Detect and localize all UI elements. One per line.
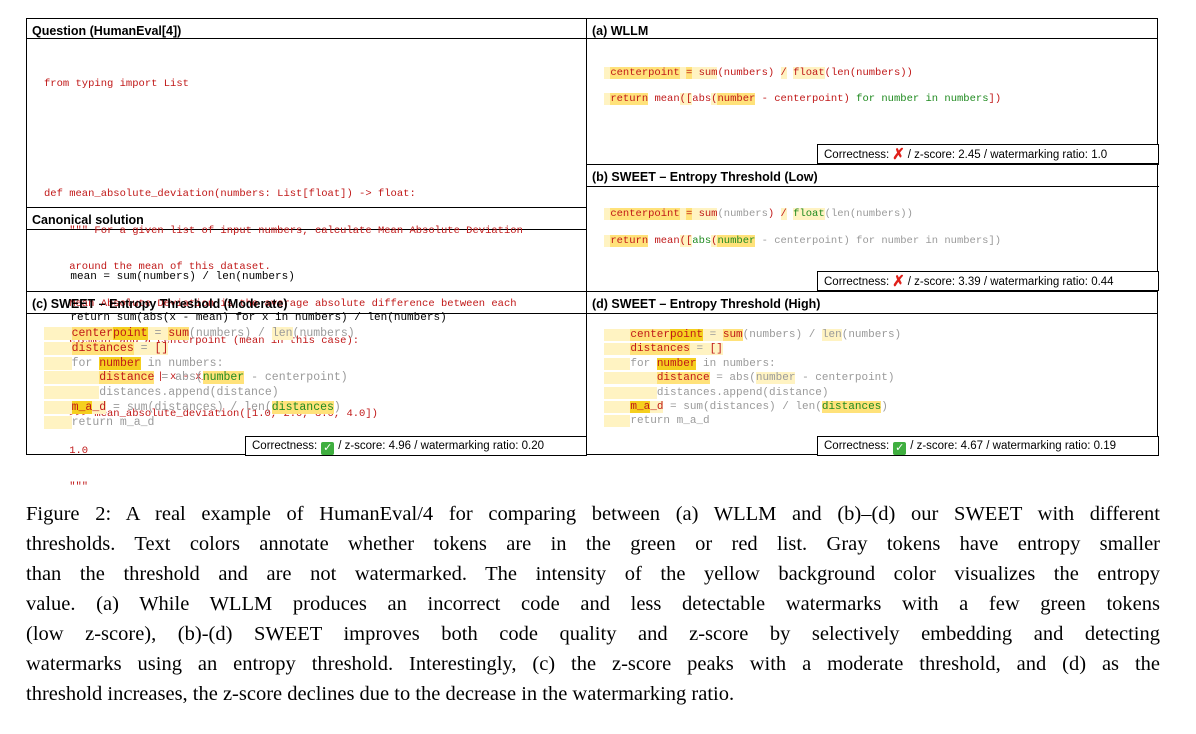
code-line: return m_a_d	[44, 415, 355, 431]
figure-caption: Figure 2: A real example of HumanEval/4 …	[26, 499, 1160, 709]
code-line: distance = abs(number - centerpoint)	[604, 371, 901, 385]
moderate-code: centerpoint = sum(numbers) / len(numbers…	[44, 327, 355, 431]
high-code: centerpoint = sum(numbers) / len(numbers…	[604, 328, 901, 429]
question-code: from typing import List def mean_absolut…	[44, 54, 523, 518]
code-line: distance = abs(number - centerpoint)	[44, 371, 355, 386]
code-line	[44, 152, 523, 164]
code-line: distances = []	[44, 341, 355, 357]
figure-panels: Question (HumanEval[4]) from typing impo…	[26, 18, 1159, 493]
code-line: centerpoint = sum(numbers) / float(len(n…	[604, 60, 1001, 86]
low-panel: (b) SWEET – Entropy Threshold (Low) cent…	[587, 165, 1159, 291]
code-line: return mean([abs(number - centerpoint) f…	[604, 228, 1001, 255]
code-line: """	[44, 481, 89, 494]
code-line: return sum(abs(x - mean) for x in number…	[44, 311, 447, 324]
high-title: (d) SWEET – Entropy Threshold (High)	[592, 297, 821, 311]
correctness-label: Correctness:	[252, 440, 318, 452]
code-line: return mean([abs(number - centerpoint) f…	[604, 86, 1001, 112]
caption-line: thresholds. Text colors annotate whether…	[26, 533, 1160, 555]
code-line: """ For a given list of input numbers, c…	[44, 224, 523, 237]
bottom-underline	[27, 313, 1157, 314]
canonical-panel: Canonical solution mean = sum(numbers) /…	[27, 208, 586, 324]
checkmark-icon: ✓	[321, 442, 335, 455]
code-line: return m_a_d	[604, 414, 901, 428]
code-line: def mean_absolute_deviation(numbers: Lis…	[44, 188, 416, 201]
question-panel: Question (HumanEval[4]) from typing impo…	[27, 19, 586, 493]
checkmark-icon: ✓	[893, 442, 907, 455]
caption-line: Figure 2: A real example of HumanEval/4 …	[26, 503, 1160, 525]
caption-line: (low z-score), (b)-(d) SWEET improves bo…	[26, 623, 1160, 645]
code-line: 1.0	[44, 444, 89, 457]
canonical-underline	[27, 229, 587, 230]
wllm-divider	[587, 164, 1159, 165]
caption-line: value. (a) While WLLM produces an incorr…	[26, 593, 1160, 615]
high-panel: (d) SWEET – Entropy Threshold (High) cen…	[587, 292, 1159, 456]
moderate-panel: (c) SWEET – Entropy Threshold (Moderate)…	[27, 292, 587, 456]
caption-line: threshold increases, the z-score decline…	[26, 683, 735, 705]
correctness-label: Correctness:	[824, 276, 890, 288]
code-line: distances.append(distance)	[44, 386, 355, 401]
code-line: centerpoint = sum(numbers) / float(len(n…	[604, 201, 1001, 228]
low-underline	[587, 186, 1159, 187]
canonical-code: mean = sum(numbers) / len(numbers) retur…	[44, 244, 447, 352]
wllm-status: Correctness:✗/ z-score: 2.45 / watermark…	[817, 144, 1159, 164]
code-line: from typing import List	[44, 78, 189, 91]
question-divider	[27, 207, 587, 208]
code-line	[44, 115, 523, 127]
metrics-text: / z-score: 4.67 / watermarking ratio: 0.…	[910, 440, 1116, 452]
cross-icon: ✗	[892, 146, 905, 163]
high-status: Correctness:✓/ z-score: 4.67 / watermark…	[817, 436, 1159, 456]
wllm-code: centerpoint = sum(numbers) / float(len(n…	[604, 60, 1001, 112]
caption-line: than the threshold and are not watermark…	[26, 563, 1160, 585]
metrics-text: / z-score: 4.96 / watermarking ratio: 0.…	[338, 440, 544, 452]
code-line: m_a_d = sum(distances) / len(distances)	[604, 400, 901, 414]
wllm-panel: (a) WLLM centerpoint = sum(numbers) / fl…	[587, 19, 1159, 164]
middle-divider	[27, 291, 1157, 292]
code-line: for number in numbers:	[604, 357, 901, 371]
code-line: distances = []	[604, 342, 901, 356]
code-line: centerpoint = sum(numbers) / len(numbers…	[604, 328, 901, 342]
code-line: m_a_d = sum(distances) / len(distances)	[44, 400, 355, 416]
metrics-text: / z-score: 2.45 / watermarking ratio: 1.…	[907, 149, 1108, 161]
low-code: centerpoint = sum(numbers) / float(len(n…	[604, 201, 1001, 255]
question-title: Question (HumanEval[4])	[32, 24, 182, 38]
panel-divider-vertical	[586, 19, 587, 454]
code-line: for number in numbers:	[44, 356, 355, 372]
low-title: (b) SWEET – Entropy Threshold (Low)	[592, 170, 818, 184]
code-line: centerpoint = sum(numbers) / len(numbers…	[44, 327, 355, 342]
wllm-title: (a) WLLM	[592, 24, 649, 38]
code-line: distances.append(distance)	[604, 386, 901, 400]
code-line: around the mean of this dataset.	[44, 261, 271, 274]
correctness-label: Correctness:	[824, 149, 890, 161]
caption-line: watermarks using an entropy threshold. I…	[26, 653, 1160, 675]
correctness-label: Correctness:	[824, 440, 890, 452]
code-line: Mean Absolute Deviation is the average a…	[44, 298, 517, 311]
canonical-title: Canonical solution	[32, 213, 144, 227]
code-line: mean = sum(numbers) / len(numbers)	[44, 271, 295, 283]
title-underline-top	[27, 38, 1157, 39]
moderate-status: Correctness:✓/ z-score: 4.96 / watermark…	[245, 436, 587, 456]
moderate-title: (c) SWEET – Entropy Threshold (Moderate)	[32, 297, 288, 311]
cross-icon: ✗	[892, 273, 905, 290]
low-status: Correctness:✗/ z-score: 3.39 / watermark…	[817, 271, 1159, 291]
metrics-text: / z-score: 3.39 / watermarking ratio: 0.…	[907, 276, 1114, 288]
